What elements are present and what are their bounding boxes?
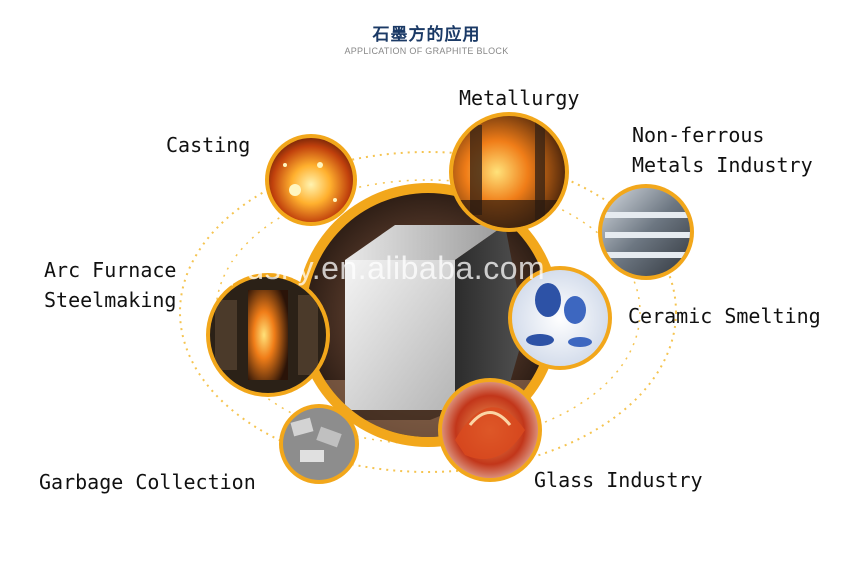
label-garbage: Garbage Collection [39,470,256,494]
label-non-ferrous-1: Non-ferrous [632,123,765,147]
page-subtitle: APPLICATION OF GRAPHITE BLOCK [344,46,509,56]
label-arc-furnace-2: Steelmaking [44,288,177,312]
page-title: 石墨方的应用 [372,25,481,45]
non-ferrous-image [598,184,694,280]
watermark-text: pdsky.en.alibaba.com [228,250,546,286]
label-ceramic: Ceramic Smelting [628,304,821,328]
label-arc-furnace-1: Arc Furnace [44,258,177,282]
label-casting: Casting [166,133,251,157]
graphite-block-image [306,193,550,437]
label-non-ferrous-2: Metals Industry [632,153,813,177]
label-metallurgy: Metallurgy [459,86,580,110]
label-glass: Glass Industry [534,468,703,492]
